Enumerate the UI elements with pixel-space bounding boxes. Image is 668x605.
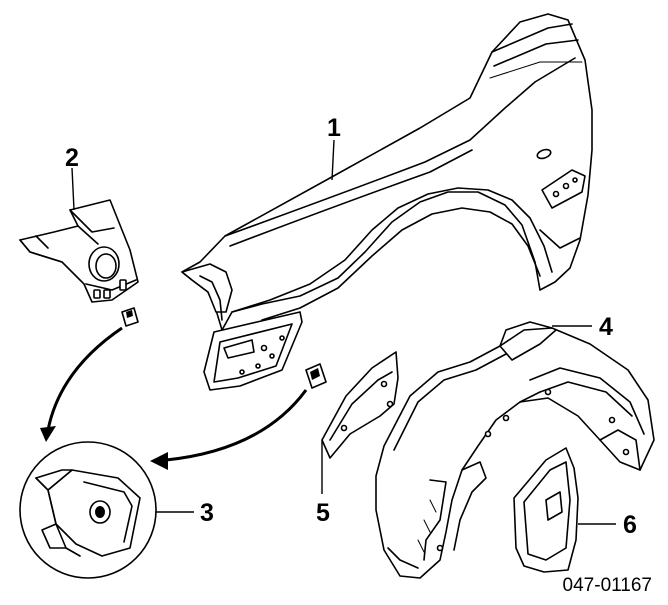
callout-label-2: 2 (65, 144, 79, 172)
arrow-right-to-detail (150, 389, 308, 470)
clip-small-center (305, 363, 327, 389)
splash-shield-part (321, 351, 399, 459)
front-fender-part (181, 13, 593, 391)
clip-small-left (121, 307, 139, 327)
reference-code: 047-01167 (563, 575, 652, 596)
clip-nut-detail (19, 441, 157, 579)
arrow-left-to-detail (40, 326, 123, 442)
callout-label-3: 3 (200, 499, 214, 527)
bracket-part (19, 199, 139, 303)
callout-label-5: 5 (316, 499, 330, 527)
leader-line-1 (331, 139, 335, 181)
callout-label-6: 6 (623, 511, 637, 539)
callout-label-4: 4 (599, 313, 613, 341)
leader-line-2 (71, 167, 75, 211)
mud-flap-part (513, 447, 579, 573)
inner-fender-liner-part (375, 321, 655, 579)
callout-label-1: 1 (327, 114, 341, 142)
